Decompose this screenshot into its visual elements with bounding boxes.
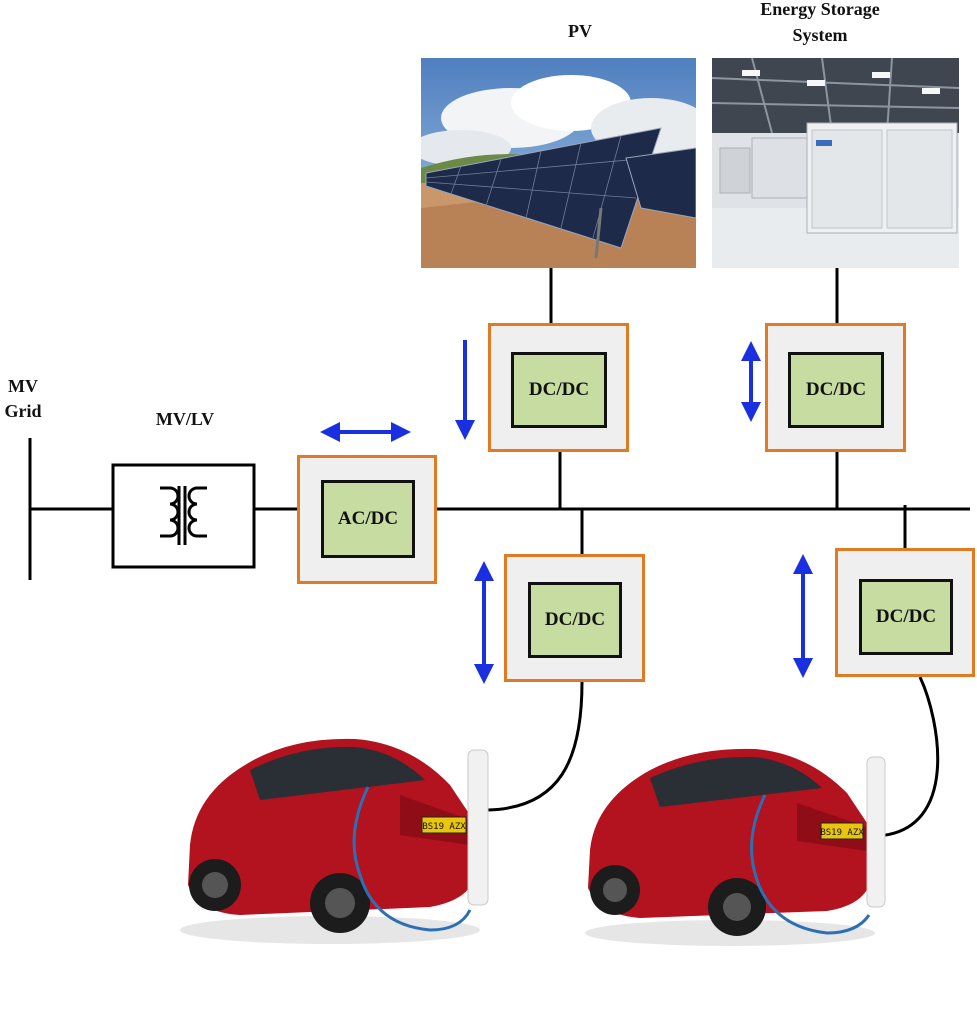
transformer-label: MV/LV	[155, 409, 215, 429]
transformer-icon	[160, 486, 207, 545]
pv-dc-dc-converter: DC/DC	[488, 323, 629, 452]
ev2-plate: BS19 AZX	[820, 828, 864, 838]
ev1-charger-cable	[487, 681, 584, 812]
ess-dc-dc-converter: DC/DC	[765, 323, 906, 452]
ess-label-line1: Energy Storage	[760, 0, 880, 19]
energy-storage-photo	[712, 58, 959, 268]
ev2-dc-dc-converter: DC/DC	[835, 548, 975, 677]
ev2-charger-cable	[877, 676, 940, 838]
electric-vehicle-1: BS19 AZX	[180, 738, 489, 944]
ev1-dc-dc-converter: DC/DC	[504, 554, 645, 682]
mv-grid-label-line2: Grid	[4, 401, 42, 421]
ev2-dc-dc-label: DC/DC	[859, 579, 953, 655]
mv-grid-label-line1: MV	[8, 376, 38, 396]
ess-label-line2: System	[792, 25, 848, 45]
ess-dc-dc-label: DC/DC	[788, 352, 884, 428]
electric-vehicle-2: BS19 AZX	[585, 748, 886, 946]
ev1-plate: BS19 AZX	[422, 822, 466, 832]
pv-array-photo	[421, 58, 696, 268]
ac-dc-converter: AC/DC	[297, 455, 437, 584]
ac-dc-label: AC/DC	[321, 480, 415, 558]
pv-dc-dc-label: DC/DC	[511, 352, 607, 428]
ev1-dc-dc-label: DC/DC	[528, 582, 622, 658]
pv-label: PV	[568, 21, 592, 41]
